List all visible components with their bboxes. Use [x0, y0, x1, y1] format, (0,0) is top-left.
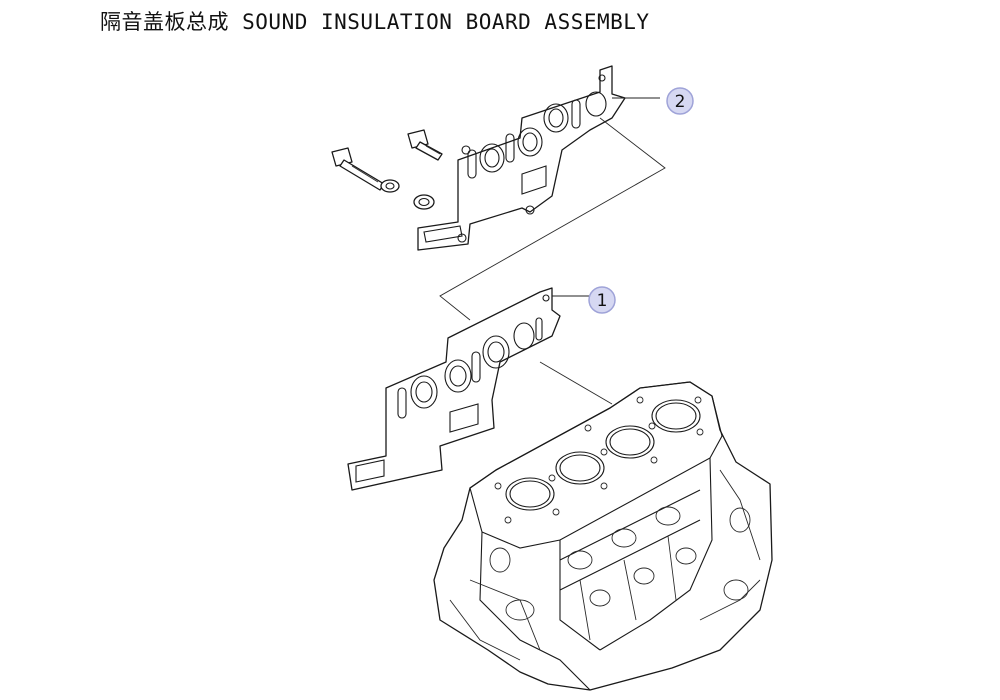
bolt[interactable] — [331, 147, 385, 191]
alignment-line — [539, 361, 613, 405]
washer[interactable] — [380, 179, 435, 210]
callout-1[interactable]: 1 — [588, 286, 616, 314]
bolt[interactable] — [407, 129, 443, 161]
alignment-line — [439, 117, 666, 321]
callout-2[interactable]: 2 — [666, 87, 694, 115]
diagram-title: 隔音盖板总成 SOUND INSULATION BOARD ASSEMBLY — [100, 10, 650, 34]
cylinder-bores — [505, 399, 701, 511]
engine-block — [433, 381, 773, 691]
callout-1-label: 1 — [597, 291, 608, 311]
callout-2-label: 2 — [675, 92, 686, 112]
upper-insulation-board[interactable] — [417, 65, 626, 251]
lower-insulation-board[interactable] — [347, 287, 561, 491]
